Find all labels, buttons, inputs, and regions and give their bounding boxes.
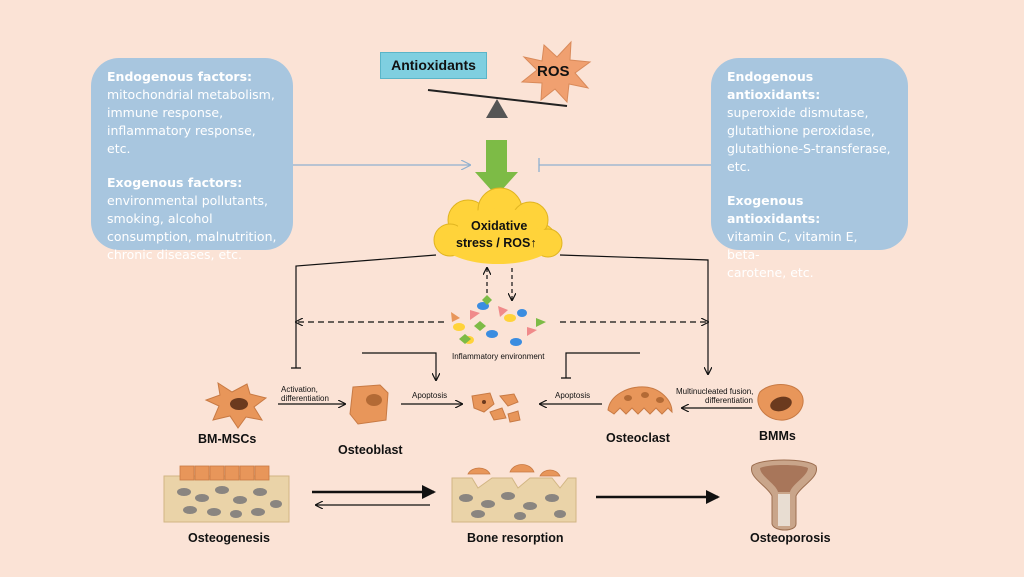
osteogenesis-label: Osteogenesis	[188, 531, 270, 545]
green-arrow	[475, 140, 518, 196]
endogenous-antioxidants-text: superoxide dismutase, glutathione peroxi…	[727, 105, 891, 174]
activation-label-2: differentiation	[281, 394, 329, 403]
exogenous-factors-title: Exogenous factors:	[107, 175, 243, 190]
osteoblast-label: Osteoblast	[338, 443, 403, 457]
endogenous-antioxidants-title: Endogenous antioxidants:	[727, 69, 821, 102]
osteoporosis-bone	[751, 459, 817, 531]
bmms-label: BMMs	[759, 429, 796, 443]
osteoporosis-label: Osteoporosis	[750, 531, 831, 545]
inflammatory-environment-label: Inflammatory environment	[452, 352, 545, 361]
apoptosis-right-label: Apoptosis	[555, 391, 591, 400]
apoptosis-left-label: Apoptosis	[412, 391, 448, 400]
osteoblast-cell	[349, 384, 389, 425]
oxidative-stress-cloud	[433, 187, 563, 264]
activation-label-1: Activation,	[281, 385, 318, 394]
exogenous-antioxidants-title: Exogenous antioxidants:	[727, 193, 821, 226]
seesaw-beam	[427, 89, 568, 107]
osteogenesis-bone-block	[163, 465, 290, 523]
ros-star	[520, 40, 592, 104]
osteoclast-cell	[607, 386, 673, 415]
fusion-label-2: differentiation	[705, 396, 753, 405]
bone-resorption-label: Bone resorption	[467, 531, 564, 545]
bmm-cell	[757, 384, 804, 421]
cloud-label-line2: stress / ROS↑	[456, 236, 537, 250]
fusion-label-1: Multinucleated fusion,	[676, 387, 754, 396]
exogenous-factors-text: environmental pollutants, smoking, alcoh…	[107, 193, 277, 262]
causes-panel: Endogenous factors: mitochondrial metabo…	[91, 58, 293, 262]
cloud-to-osteoclast-line	[559, 254, 708, 374]
exogenous-antioxidants-text: vitamin C, vitamin E, beta- carotene, et…	[727, 229, 858, 280]
endogenous-factors-title: Endogenous factors:	[107, 69, 253, 84]
antioxidants-label: Antioxidants	[380, 52, 487, 79]
antioxidants-panel: Endogenous antioxidants: superoxide dism…	[711, 58, 908, 280]
osteoclast-label: Osteoclast	[606, 431, 670, 445]
bm-mscs-label: BM-MSCs	[198, 432, 257, 446]
inflammatory-particles	[451, 295, 546, 346]
apoptotic-fragments	[471, 392, 521, 423]
ros-label: ROS	[537, 63, 570, 80]
cloud-label-line1: Oxidative	[471, 219, 528, 233]
bm-msc-cell	[204, 381, 268, 429]
endogenous-factors-text: mitochondrial metabolism, immune respons…	[107, 87, 275, 156]
seesaw-fulcrum	[486, 99, 508, 118]
bone-resorption-block	[451, 464, 577, 523]
cloud-to-osteoblast-line	[291, 254, 437, 369]
